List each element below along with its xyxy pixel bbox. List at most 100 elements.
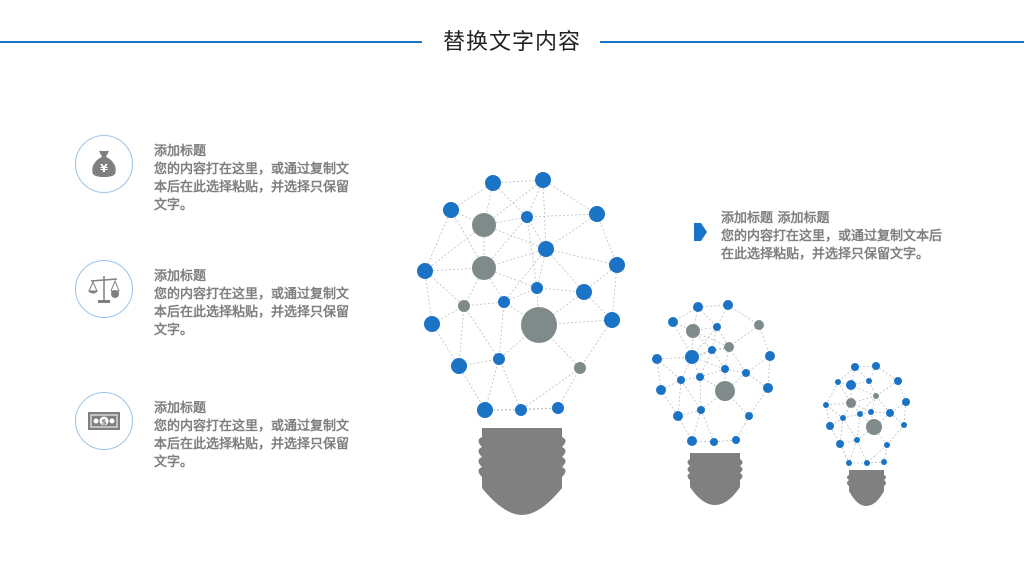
medium-bulb-base	[687, 453, 743, 505]
network-node	[677, 376, 685, 384]
network-node	[826, 422, 834, 430]
network-link	[767, 355, 771, 389]
network-link	[842, 402, 852, 419]
network-node	[493, 353, 505, 365]
network-node	[765, 351, 775, 361]
network-link	[711, 346, 730, 351]
network-node	[823, 402, 829, 408]
network-node	[498, 296, 510, 308]
network-node	[472, 213, 496, 237]
item-title: 添加标题	[154, 269, 207, 284]
network-link	[483, 179, 544, 226]
network-link	[542, 179, 598, 215]
network-link	[745, 372, 769, 389]
icon-circle: $	[75, 392, 133, 450]
callout-text: 添加标题 添加标题 您的内容打在这里，或通过复制文本后在此选择粘贴，并选择只保留…	[721, 210, 951, 264]
dollar-glyph: $	[101, 418, 107, 427]
network-node	[840, 415, 846, 421]
network-link	[856, 413, 861, 441]
network-node	[857, 411, 863, 417]
network-link	[848, 439, 858, 464]
network-node	[696, 373, 704, 381]
network-link	[854, 366, 870, 382]
network-node	[472, 256, 496, 280]
network-link	[842, 413, 861, 419]
network-node	[884, 442, 890, 448]
network-link	[728, 346, 747, 374]
network-link	[691, 409, 702, 442]
network-link	[866, 444, 888, 464]
network-node	[708, 346, 716, 354]
network-link	[484, 358, 500, 411]
network-link	[727, 304, 760, 326]
network-link	[856, 439, 868, 464]
network-node	[417, 263, 433, 279]
network-node	[886, 409, 894, 417]
money-bag-icon: ¥	[92, 151, 116, 177]
network-link	[458, 365, 486, 411]
network-node	[754, 320, 764, 330]
network-link	[859, 395, 877, 415]
item-title: 添加标题	[154, 144, 207, 159]
network-link	[463, 301, 505, 307]
network-node	[652, 354, 662, 364]
network-link	[483, 216, 528, 226]
network-link	[483, 248, 547, 269]
network-link	[536, 248, 547, 289]
header-line-right	[600, 41, 1024, 43]
network-link	[526, 216, 538, 289]
network-link	[728, 324, 760, 348]
network-node	[835, 379, 841, 385]
network-link	[825, 381, 839, 406]
network-node	[901, 422, 907, 428]
network-link	[656, 358, 662, 391]
network-link	[596, 213, 618, 266]
network-node	[609, 257, 625, 273]
network-node	[668, 317, 678, 327]
item-body: 您的内容打在这里，或通过复制文本后在此选择粘贴，并选择只保留文字。	[154, 287, 350, 338]
network-link	[579, 319, 613, 369]
network-node	[745, 412, 753, 420]
network-link	[458, 305, 465, 367]
network-node	[552, 402, 564, 414]
network-node	[715, 381, 735, 401]
network-link	[866, 461, 885, 464]
header-line-left	[0, 41, 422, 43]
balance-scale-icon	[88, 276, 120, 303]
network-link	[875, 365, 899, 382]
network-node	[685, 350, 699, 364]
item-text: 添加标题 您的内容打在这里，或通过复制文本后在此选择粘贴，并选择只保留文字。	[154, 268, 354, 340]
item-body: 您的内容打在这里，或通过复制文本后在此选择粘贴，并选择只保留文字。	[154, 419, 350, 470]
network-node	[846, 380, 856, 390]
network-link	[483, 267, 505, 303]
network-link	[889, 412, 905, 426]
network-node	[521, 307, 557, 343]
network-node	[872, 362, 880, 370]
network-node	[451, 358, 467, 374]
network-link	[583, 264, 618, 293]
network-node	[604, 312, 620, 328]
network-link	[424, 270, 433, 325]
network-link	[545, 248, 618, 266]
callout-body: 您的内容打在这里，或通过复制文本后在此选择粘贴，并选择只保留文字。	[721, 229, 943, 262]
network-link	[699, 349, 713, 378]
network-link	[545, 248, 585, 293]
item-body: 您的内容打在这里，或通过复制文本后在此选择粘贴，并选择只保留文字。	[154, 162, 350, 213]
network-node	[763, 383, 773, 393]
callout-arrow-icon	[694, 223, 707, 241]
network-link	[424, 209, 452, 272]
network-node	[574, 362, 586, 374]
network-link	[450, 209, 485, 269]
page-title: 替换文字内容	[0, 24, 1024, 56]
network-node	[846, 398, 856, 408]
network-link	[483, 216, 528, 269]
network-node	[866, 378, 872, 384]
network-node	[686, 324, 700, 338]
network-link	[699, 376, 726, 392]
callout-title: 添加标题 添加标题	[721, 211, 830, 226]
network-link	[850, 366, 856, 386]
network-link	[463, 305, 500, 360]
network-node	[531, 282, 543, 294]
network-link	[483, 224, 547, 250]
network-link	[748, 387, 769, 417]
